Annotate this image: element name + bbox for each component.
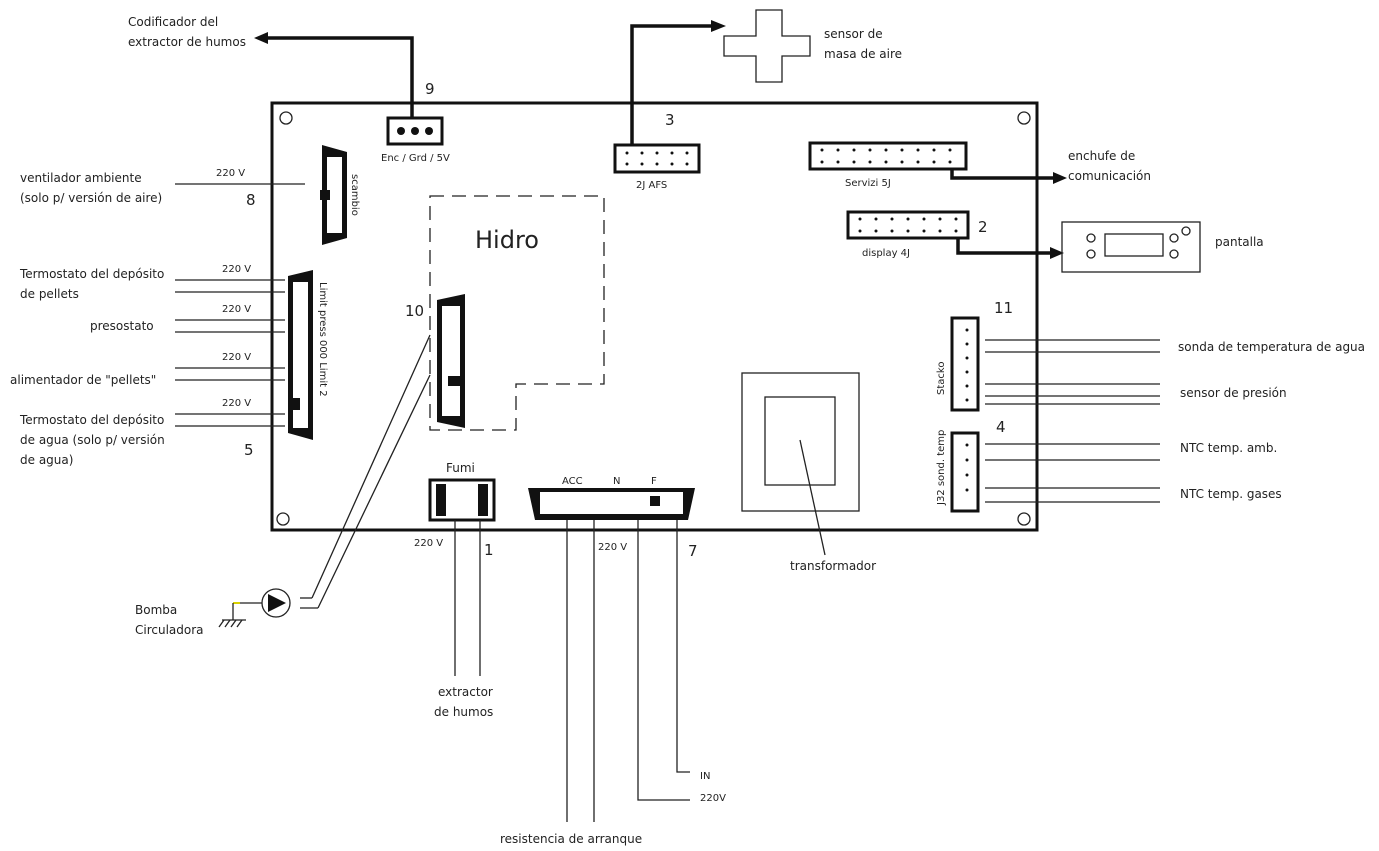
codificador-label-2: extractor de humos: [128, 35, 246, 49]
mount-hole-tr: [1017, 111, 1031, 125]
transformer-core: [764, 396, 836, 486]
servizi-arrow: [1053, 172, 1067, 184]
acc-label: ACC: [562, 476, 583, 487]
connector-number-5: 5: [244, 441, 254, 459]
limit-label: Limit press 000 Limit 2: [317, 282, 328, 397]
voltage-agua: 220 V: [222, 398, 251, 409]
mount-hole-bl: [276, 512, 290, 526]
termostato-pellets-label-1: Termostato del depósito: [19, 267, 164, 281]
sond-temp-connector: [950, 431, 980, 513]
resistencia-label: resistencia de arranque: [500, 832, 642, 846]
voltage-alimentador: 220 V: [222, 352, 251, 363]
stacko-label: Stacko: [936, 362, 947, 395]
codificador-label-1: Codificador del: [128, 15, 218, 29]
presostato-label: presostato: [90, 319, 154, 333]
connector-number-7: 7: [688, 542, 698, 560]
bomba-label-1: Bomba: [135, 603, 177, 617]
ventilador-label-1: ventilador ambiente: [20, 171, 142, 185]
mount-hole-tl: [279, 111, 293, 125]
pantalla-screen: [1104, 233, 1164, 257]
mount-hole-br: [1017, 512, 1031, 526]
extractor-label-2: de humos: [434, 705, 493, 719]
display-connector: [846, 210, 970, 240]
servizi-wire: [950, 169, 1055, 180]
voltage-presostato: 220 V: [222, 304, 251, 315]
hidro-region: [429, 195, 605, 431]
codificador-wire: [265, 36, 414, 118]
bomba-label-2: Circuladora: [135, 623, 204, 637]
connector-number-8: 8: [246, 191, 256, 209]
connector-number-10: 10: [405, 302, 424, 320]
voltage-acc: 220 V: [598, 542, 627, 553]
display-connector-label: display 4J: [862, 248, 910, 259]
sond-temp-label: J32 sond. temp: [936, 430, 947, 506]
n-label: N: [613, 476, 620, 487]
servizi-connector: [808, 141, 968, 171]
codificador-arrow: [254, 32, 268, 44]
extractor-label-1: extractor: [438, 685, 493, 699]
connector-number-2: 2: [978, 218, 988, 236]
connector-number-4: 4: [996, 418, 1006, 436]
enchufe-label-1: enchufe de: [1068, 149, 1135, 163]
termostato-agua-label-1: Termostato del depósito: [19, 413, 164, 427]
sonda-agua-label: sonda de temperatura de agua: [1178, 340, 1365, 354]
pantalla-panel: [1061, 221, 1201, 273]
termostato-agua-label-3: de agua): [20, 453, 73, 467]
enchufe-label-2: comunicación: [1068, 169, 1151, 183]
connector-number-9: 9: [425, 80, 435, 98]
transformer-outer: [741, 372, 860, 512]
afs-arrow: [711, 20, 726, 32]
sensor-masa-label-2: masa de aire: [824, 47, 902, 61]
in-label: IN: [700, 771, 710, 782]
termostato-agua-label-2: de agua (solo p/ versión: [20, 433, 165, 447]
alimentador-label: alimentador de "pellets": [10, 373, 156, 387]
connector-number-11: 11: [994, 299, 1013, 317]
ntc-gases-label: NTC temp. gases: [1180, 487, 1282, 501]
control-board: [270, 101, 1039, 532]
voltage-fumi: 220 V: [414, 538, 443, 549]
stacko-connector: [950, 316, 980, 412]
in-220v-label: 220V: [700, 793, 726, 804]
connector-number-1: 1: [484, 541, 494, 559]
connector-number-3: 3: [665, 111, 675, 129]
scambio-label: scambio: [349, 174, 360, 216]
display-arrow: [1050, 247, 1064, 259]
display-wire: [956, 238, 1052, 255]
afs-connector: [613, 143, 701, 174]
termostato-pellets-label-2: de pellets: [20, 287, 79, 301]
afs-wire: [630, 24, 712, 145]
sensor-masa-aire-shape: [723, 9, 811, 83]
pantalla-label: pantalla: [1215, 235, 1264, 249]
sensor-presion-label: sensor de presión: [1180, 386, 1287, 400]
voltage-ventilador: 220 V: [216, 168, 245, 179]
servizi-connector-label: Servizi 5J: [845, 178, 891, 189]
fumi-label: Fumi: [446, 461, 475, 475]
sensor-masa-label-1: sensor de: [824, 27, 883, 41]
enc-connector-label: Enc / Grd / 5V: [381, 153, 450, 164]
ntc-amb-label: NTC temp. amb.: [1180, 441, 1277, 455]
ventilador-label-2: (solo p/ versión de aire): [20, 191, 162, 205]
hidro-label: Hidro: [475, 226, 539, 254]
f-label: F: [651, 476, 657, 487]
transformador-label: transformador: [790, 559, 876, 573]
voltage-pellets: 220 V: [222, 264, 251, 275]
afs-connector-label: 2J AFS: [636, 180, 667, 191]
